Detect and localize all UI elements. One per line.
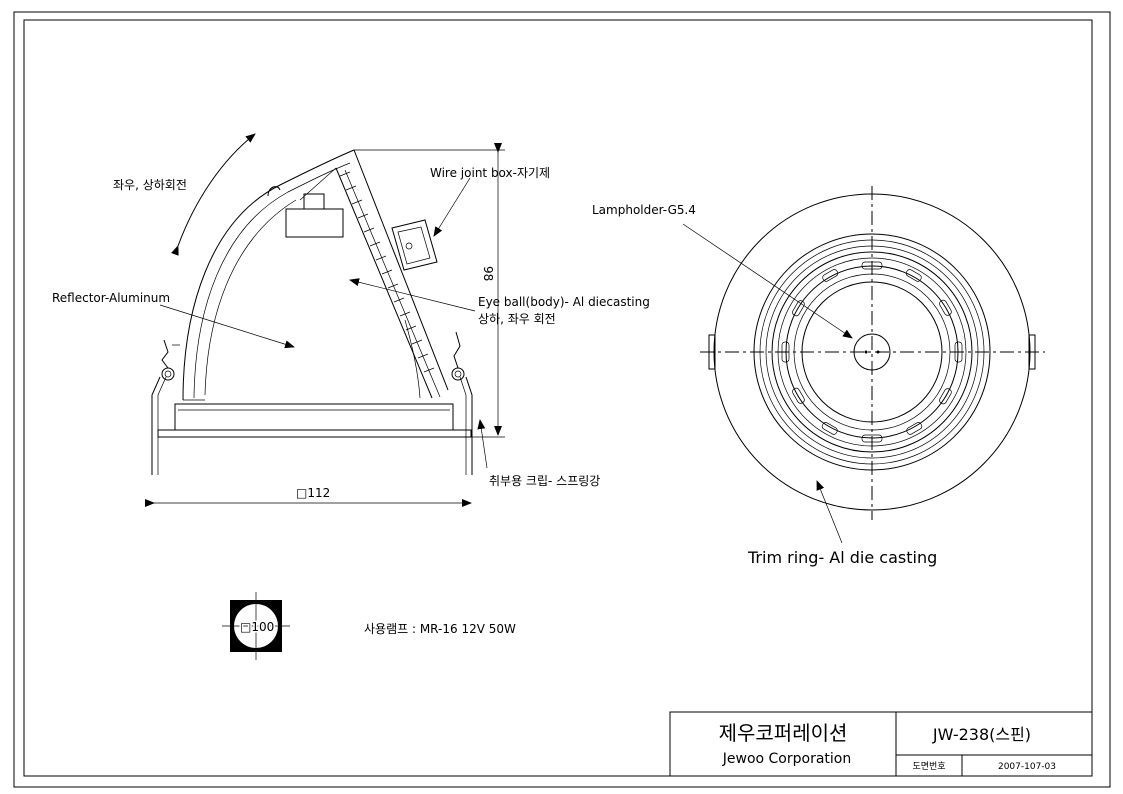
drawing-border-outer (13, 11, 1111, 788)
height-dimension-label: 98 (481, 266, 495, 281)
model-number: JW-238(스핀) (932, 725, 1031, 744)
company-name-korean: 제우코퍼레이션 (719, 721, 848, 745)
trim-ring-label: Trim ring- Al die casting (747, 548, 937, 567)
lampholder-label: Lampholder-G5.4 (592, 203, 696, 217)
side-trim-flange (157, 429, 472, 438)
clip-label: 취부용 크립- 스프링강 (489, 474, 600, 488)
drawing-number: 2007-107-03 (998, 762, 1056, 772)
company-name-english: Jewoo Corporation (722, 751, 851, 767)
side-view (145, 133, 505, 507)
drawing-number-label: 도면번호 (912, 761, 945, 772)
width-dimension-label: □112 (296, 486, 330, 500)
eye-ball-rotation-label: 상하, 좌우 회전 (478, 312, 556, 326)
rotate-note-label: 좌우, 상하회전 (113, 178, 187, 192)
reflector-label: Reflector-Aluminum (52, 291, 170, 305)
wire-box-label: Wire joint box-자기제 (430, 166, 550, 180)
cutout-dimension-label: □100 (240, 620, 274, 634)
drawing-border-inner (23, 19, 1093, 777)
eyeball-housing (182, 149, 355, 401)
rotation-arrow (171, 133, 256, 256)
lamp-spec-label: 사용램프 : MR-16 12V 50W (364, 622, 516, 636)
eye-ball-label: Eye ball(body)- Al diecasting (478, 295, 650, 309)
lamp-block (285, 208, 344, 238)
rim-ladder (339, 171, 435, 373)
spring-left (161, 367, 175, 381)
cutout-symbol (222, 592, 290, 660)
front-view (682, 186, 1045, 544)
title-block (669, 711, 1093, 777)
wire-joint-box (391, 219, 438, 271)
spring-right (451, 367, 465, 381)
